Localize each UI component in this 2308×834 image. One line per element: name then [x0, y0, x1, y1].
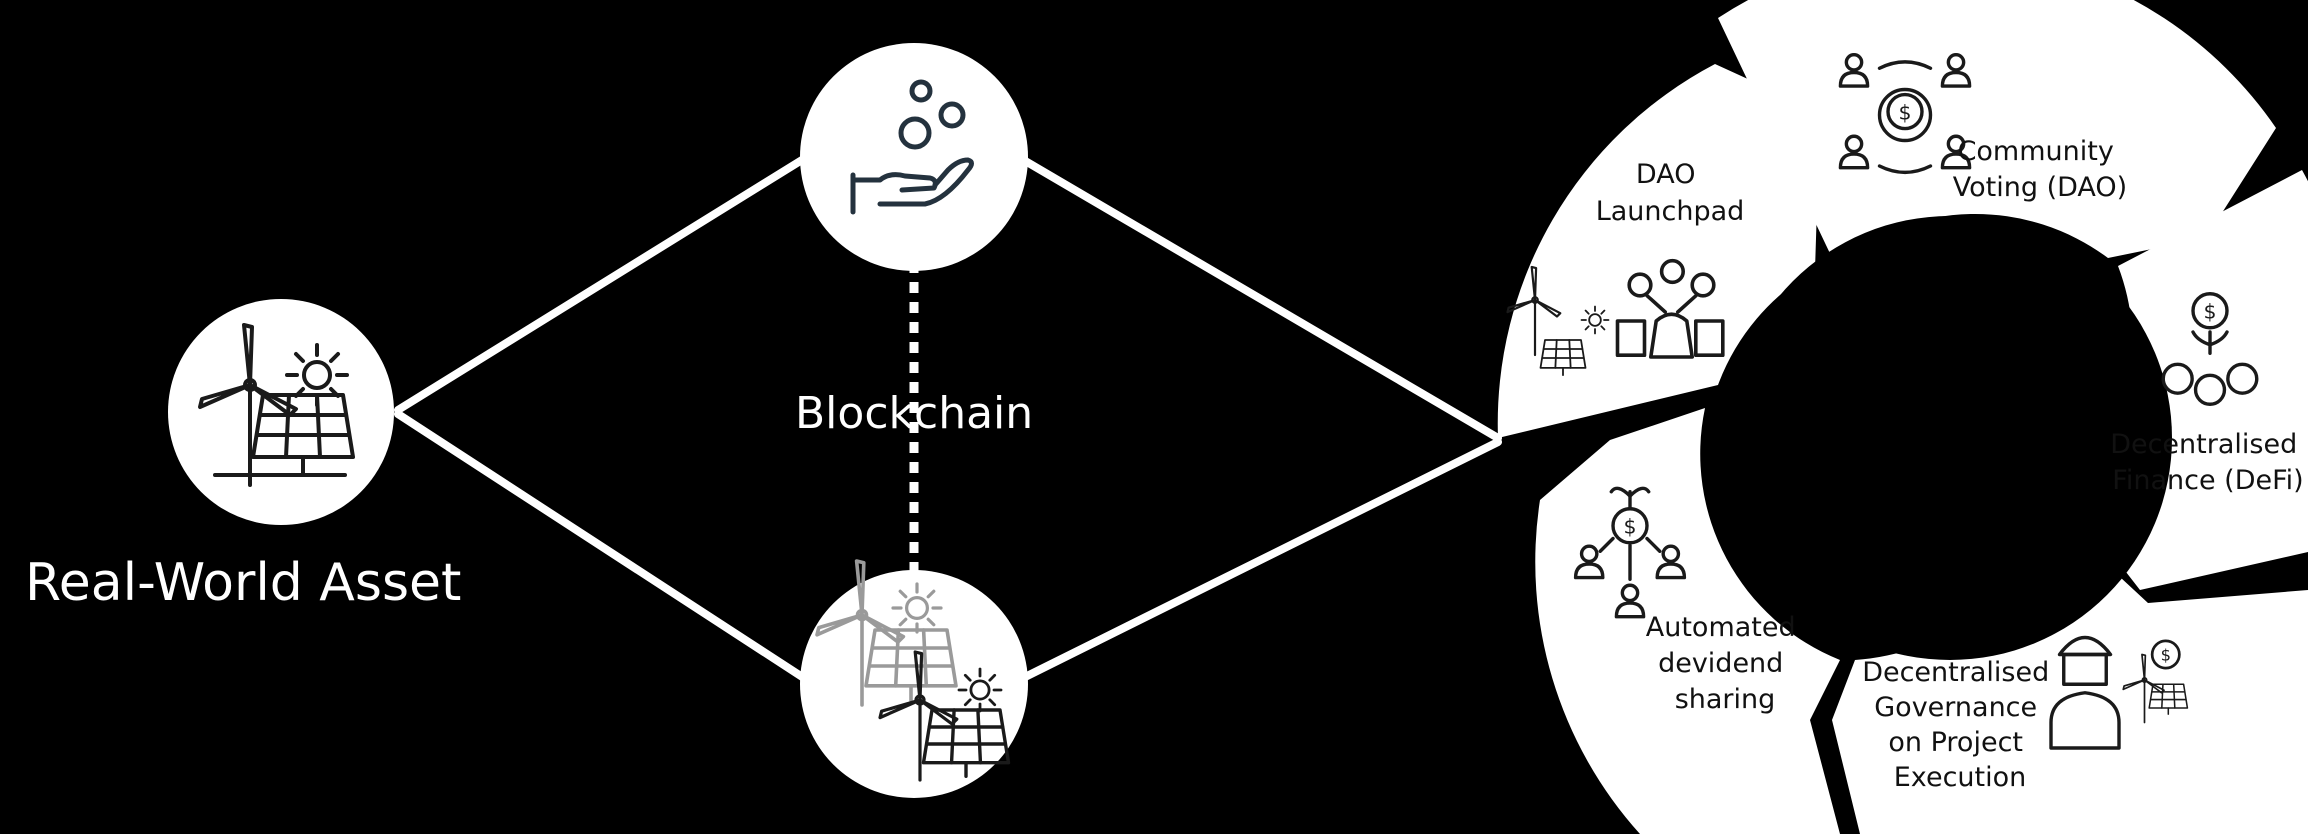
segment-line: Decentralised — [1862, 657, 2049, 688]
segment-line: Decentralised — [2110, 429, 2297, 460]
wheel-center — [1728, 216, 2172, 660]
hand-coins-icon — [850, 79, 974, 215]
segment-label-dao-launchpad: DAO Launchpad — [1596, 159, 1745, 227]
segment-label-community-voting: Community Voting (DAO) — [1953, 136, 2127, 203]
segment-line: Execution — [1894, 762, 2027, 793]
community-voting-icon — [1838, 52, 1972, 175]
connector-lines — [394, 151, 1502, 686]
line-bottom-to-wheel — [1011, 438, 1502, 686]
asset-node — [168, 299, 394, 525]
governance-icon — [2049, 636, 2189, 750]
segment-line: Governance — [1874, 692, 2037, 723]
line-asset-to-bottom — [394, 410, 814, 686]
segment-line: DAO — [1636, 159, 1696, 190]
wheel-segment-community-voting — [1718, 0, 2276, 264]
segment-line: devidend — [1658, 648, 1783, 679]
segment-line: Launchpad — [1596, 196, 1745, 227]
segment-label-dividend: Automated devidend sharing — [1646, 612, 1804, 715]
platform-wheel — [1497, 0, 2308, 834]
wheel-segment-dao-launchpad — [1497, 64, 1820, 438]
segment-label-governance: Decentralised Governance on Project Exec… — [1862, 657, 2058, 793]
segment-line: sharing — [1675, 684, 1776, 715]
dividend-sharing-icon — [1573, 486, 1687, 619]
segment-line: on Project — [1888, 727, 2023, 758]
blockchain-label: Blockchain — [795, 388, 1033, 439]
segment-line: Automated — [1646, 612, 1796, 643]
bottom-node — [800, 559, 1028, 798]
segment-label-defi: Decentralised Finance (DeFi) — [2110, 429, 2306, 496]
line-asset-to-top — [394, 151, 814, 414]
line-top-to-wheel — [1011, 151, 1502, 442]
segment-line: Finance (DeFi) — [2112, 465, 2303, 496]
wheel-segment-governance — [1832, 512, 2308, 834]
top-node — [800, 43, 1028, 271]
segment-line: Community — [1958, 136, 2114, 167]
real-world-asset-label: Real-World Asset — [25, 553, 461, 613]
wheel-segment-dividend — [1535, 408, 1840, 834]
defi-icon — [2161, 292, 2259, 406]
segment-line: Voting (DAO) — [1953, 172, 2127, 203]
